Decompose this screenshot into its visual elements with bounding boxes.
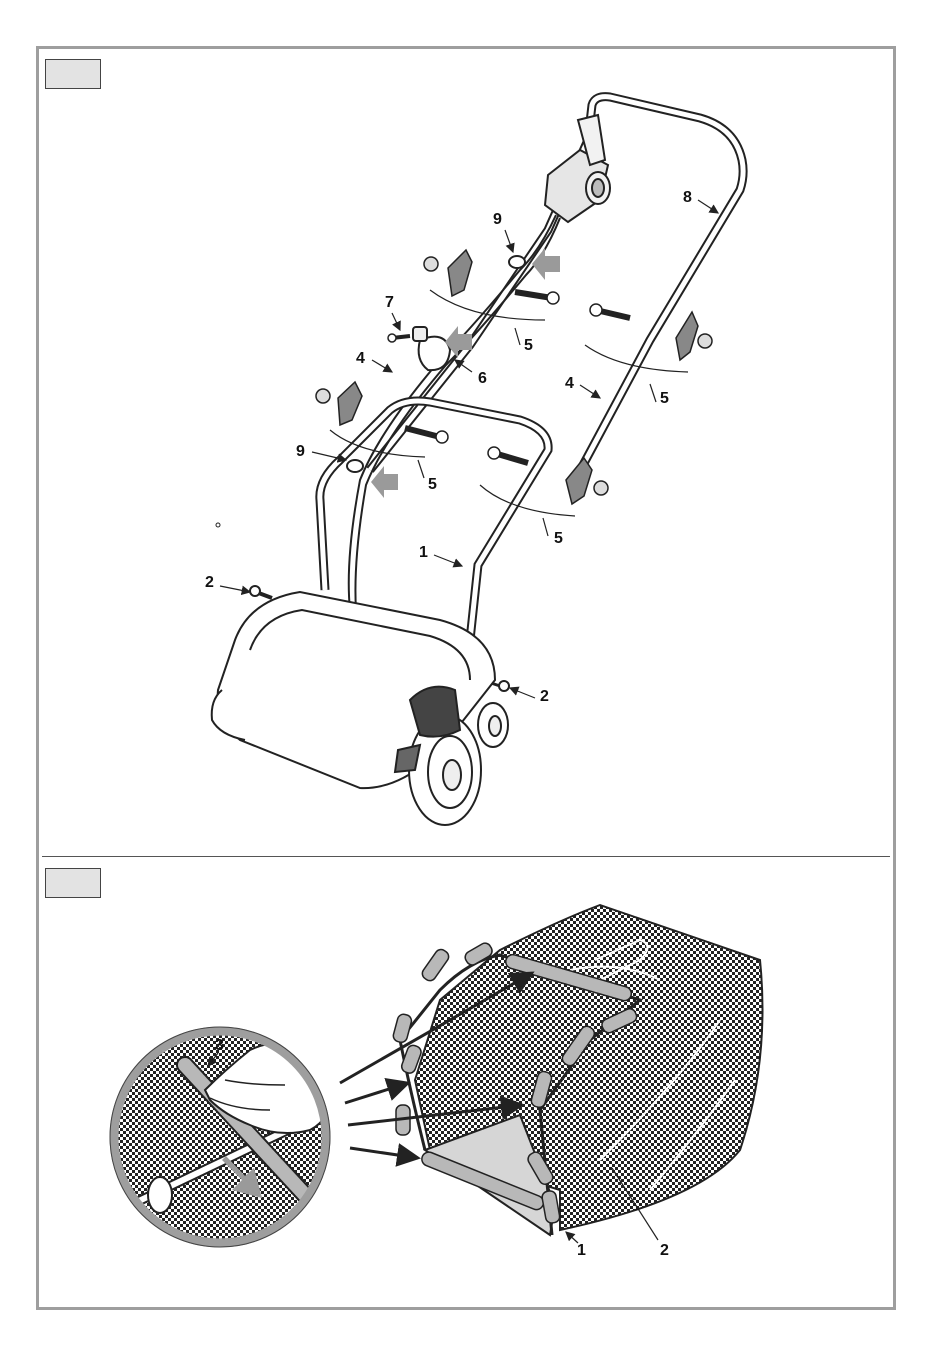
callout-6: 6 [478, 370, 487, 387]
callout-2-left: 2 [205, 574, 214, 591]
callout-bag-2: 2 [660, 1242, 669, 1259]
scarifier-body [212, 592, 508, 825]
callout-9-lower: 9 [296, 443, 305, 460]
scarifier-assembly-figure [212, 97, 743, 825]
upper-handle [370, 97, 743, 480]
grass-bag-figure [110, 905, 763, 1247]
detail-circle [110, 1027, 335, 1247]
callout-5-c: 5 [428, 476, 437, 493]
callout-5-b: 5 [660, 390, 669, 407]
callout-3: 3 [215, 1037, 224, 1054]
wing-knobs [338, 250, 698, 504]
callout-bag-1: 1 [577, 1242, 586, 1259]
callout-5-d: 5 [554, 530, 563, 547]
callout-4-right: 4 [565, 375, 574, 392]
callout-8: 8 [683, 189, 692, 206]
callout-7: 7 [385, 294, 394, 311]
callout-4-left: 4 [356, 350, 365, 367]
callout-9-upper: 9 [493, 211, 502, 228]
callout-5-a: 5 [524, 337, 533, 354]
callout-2-right: 2 [540, 688, 549, 705]
callout-1: 1 [419, 544, 428, 561]
switch-box [545, 115, 610, 222]
